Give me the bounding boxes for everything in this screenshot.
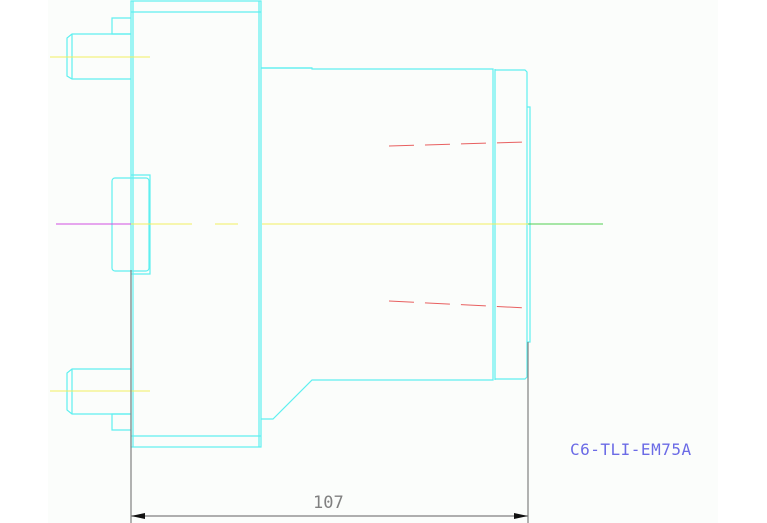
right-body	[261, 67, 494, 420]
hidden-line-upper	[388, 141, 527, 147]
lower-boss-step	[111, 413, 131, 431]
centerlines	[50, 56, 603, 392]
upper-boss-step	[111, 17, 131, 35]
dimension-value: 107	[313, 493, 344, 513]
dimension-107	[130, 270, 529, 523]
arrowhead-right	[514, 513, 528, 519]
hidden-lines	[388, 141, 528, 309]
arrowhead-left	[131, 513, 145, 519]
hidden-line-lower	[388, 300, 528, 309]
part-number-label: C6-TLI-EM75A	[570, 440, 692, 459]
